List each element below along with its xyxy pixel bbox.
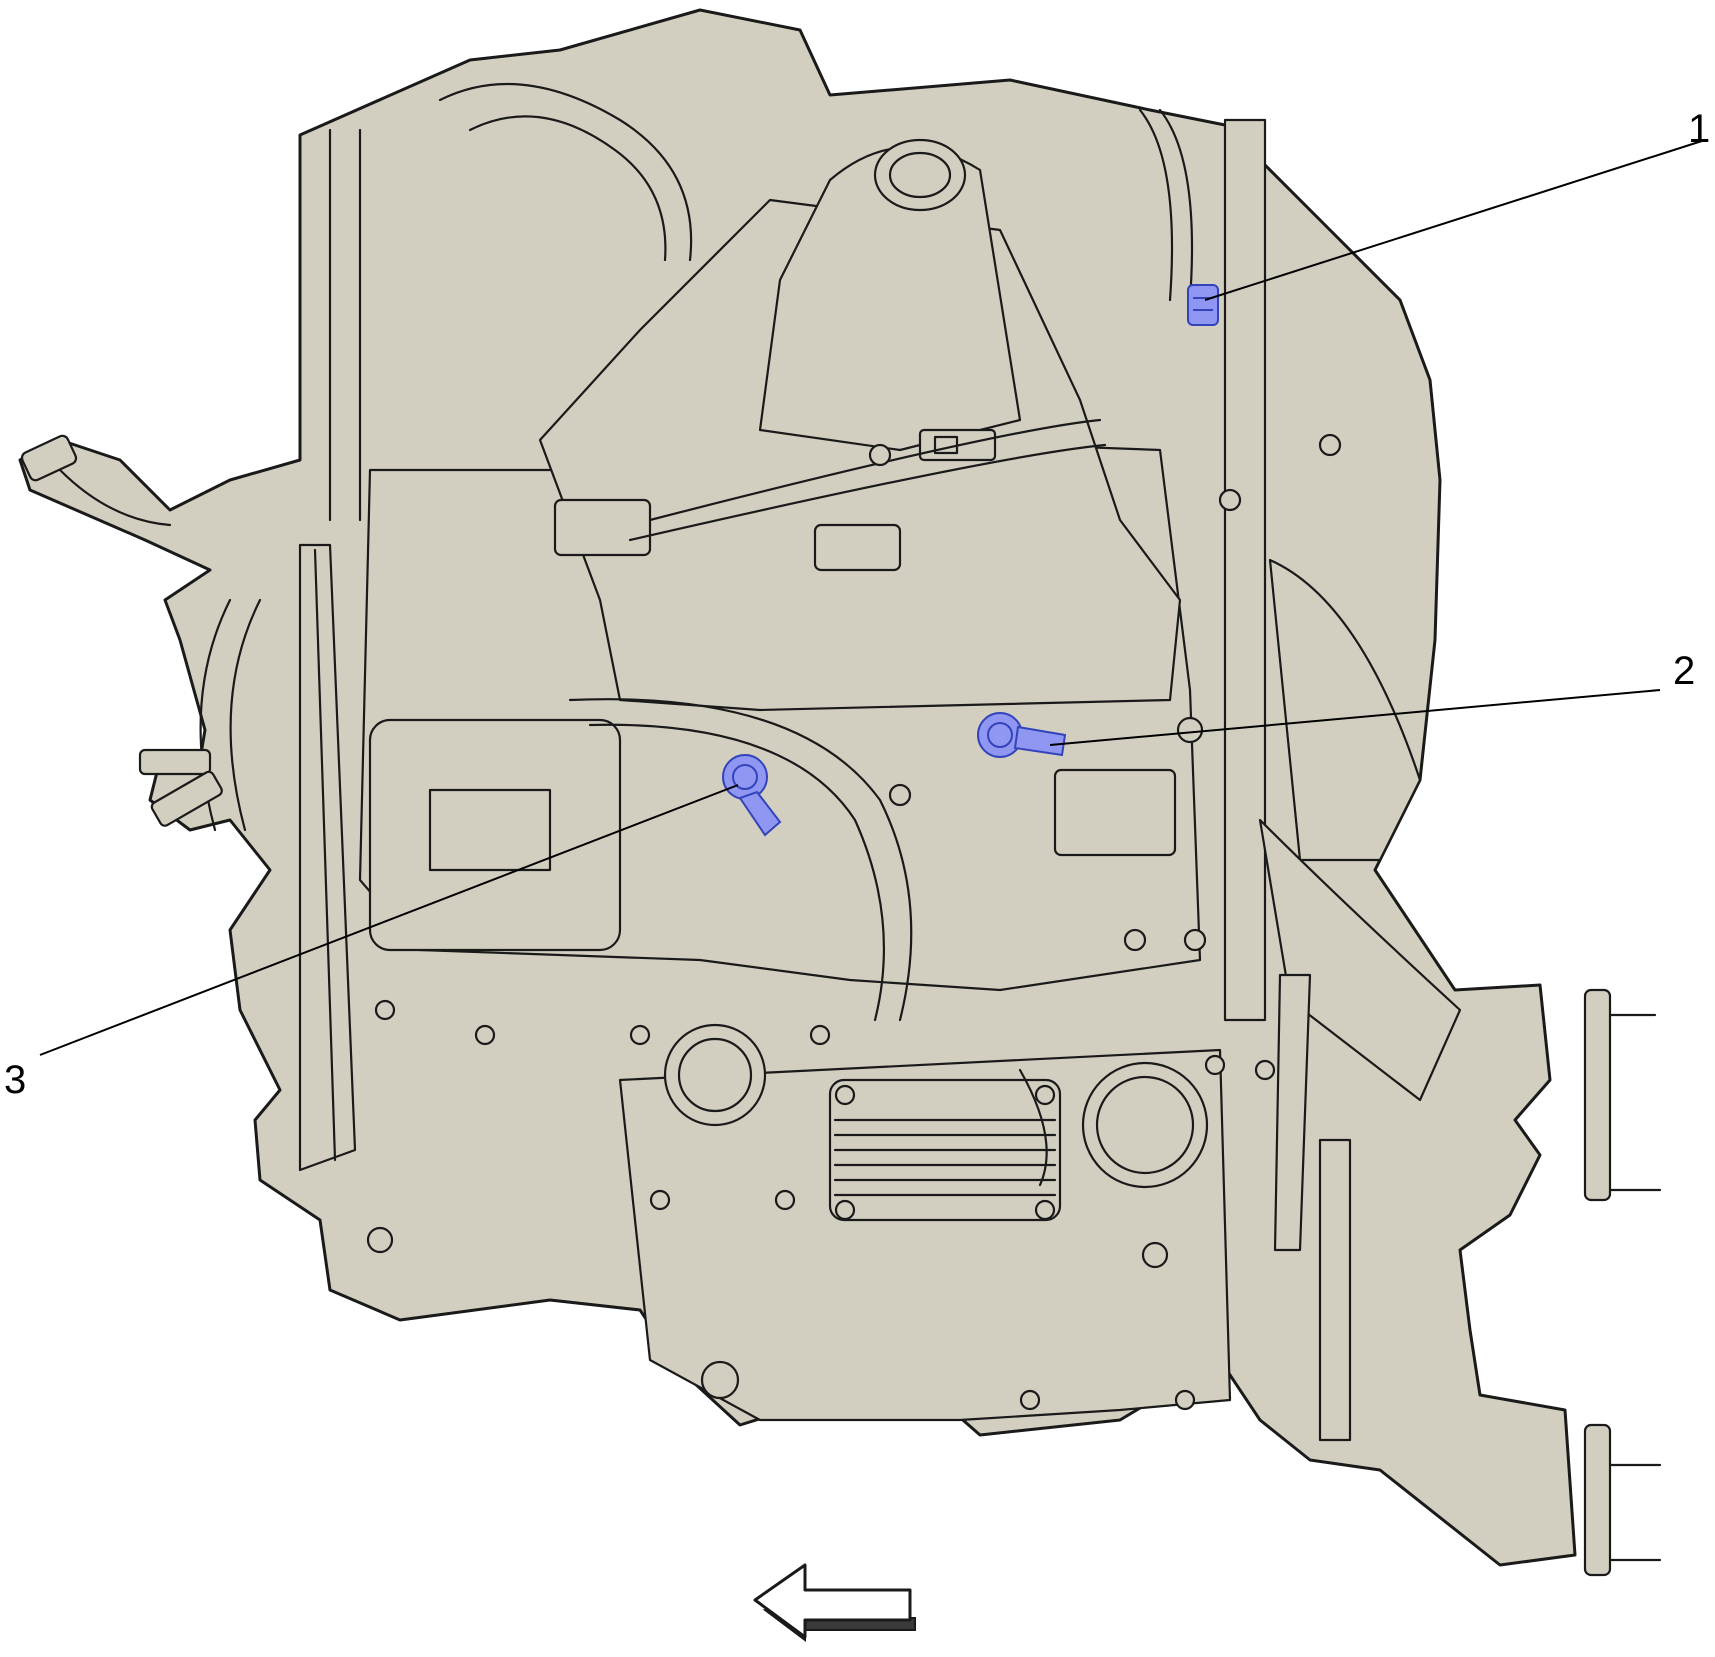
callout-2: 2	[1673, 649, 1695, 693]
leader-line-3	[39, 784, 739, 1056]
leader-lines	[39, 139, 1706, 1056]
callout-1: 1	[1688, 107, 1710, 151]
component-3-highlight	[722, 754, 782, 837]
left-arrow-icon	[753, 1563, 916, 1642]
leader-line-2	[1049, 689, 1661, 746]
component-1-highlight	[1187, 284, 1219, 326]
engine-assembly	[18, 8, 1662, 1577]
callout-3: 3	[4, 1058, 26, 1102]
component-2-highlight	[977, 712, 1067, 758]
leader-line-1	[1204, 139, 1706, 301]
